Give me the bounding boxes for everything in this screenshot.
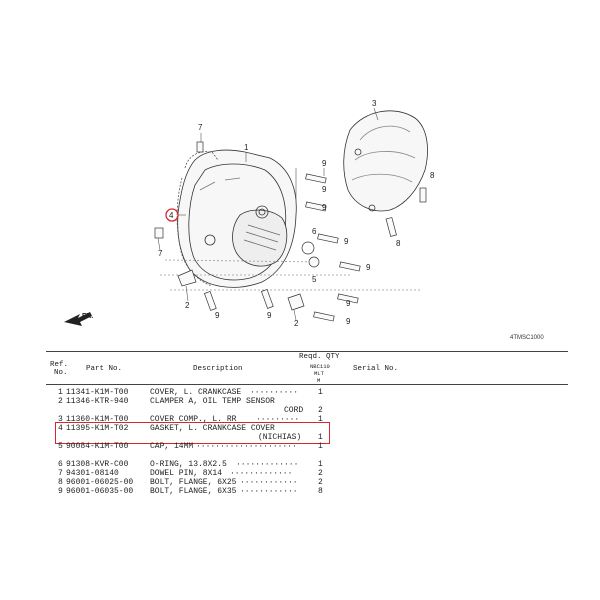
row-qty: 2 <box>318 406 323 415</box>
callout-9-d: 9 <box>344 237 349 246</box>
row-dots: ············ <box>240 487 298 496</box>
callout-9-h: 9 <box>215 311 220 320</box>
header-model-code: NBC110 <box>310 363 330 370</box>
row-dots: ············· <box>236 460 299 469</box>
rear-cover-illustration <box>343 110 428 212</box>
callout-9-c: 9 <box>322 203 327 212</box>
row-description: CORD <box>284 406 304 415</box>
row-qty: 8 <box>318 487 323 496</box>
row-part-no: 11395-K1M-T02 <box>66 424 129 433</box>
row-qty: 2 <box>318 478 323 487</box>
row-qty: 1 <box>318 433 323 442</box>
callout-9-g: 9 <box>346 317 351 326</box>
row-description: (NICHIAS) <box>258 433 302 442</box>
row-qty: 2 <box>318 469 323 478</box>
row-description: BOLT, FLANGE, 6X35 <box>150 487 237 496</box>
row-description: CAP, 14MM <box>150 442 194 451</box>
row-part-no: 11341-K1M-T00 <box>66 388 129 397</box>
callout-labels: 7 1 3 9 9 8 9 9 8 6 5 9 9 9 7 2 9 9 2 4 <box>158 99 435 328</box>
row-part-no: 11346-KTR-940 <box>66 397 129 406</box>
callout-3: 3 <box>372 99 377 108</box>
callout-9-e: 9 <box>366 263 371 272</box>
callout-6: 6 <box>312 227 317 236</box>
row-ref: 7 <box>58 469 63 478</box>
row-description: CLAMPER A, OIL TEMP SENSOR <box>150 397 275 406</box>
highlight-box-row-4 <box>55 422 330 444</box>
crankcase-cover-illustration <box>160 149 420 291</box>
row-dots: ····················· <box>196 442 297 451</box>
fr-label: FR. <box>82 313 93 320</box>
row-description: O-RING, 13.8X2.5 <box>150 460 227 469</box>
callout-2-right: 2 <box>294 319 299 328</box>
header-model-sub2: M <box>317 377 321 384</box>
table-header-rule <box>46 384 568 385</box>
row-part-no: 91308-KVR-C00 <box>66 460 129 469</box>
leader-lines <box>157 107 379 321</box>
callout-8-a: 8 <box>430 171 435 180</box>
row-part-no: 94301-08140 <box>66 469 119 478</box>
row-part-no: 11360-K1M-T00 <box>66 415 129 424</box>
callout-9-b: 9 <box>322 185 327 194</box>
row-qty: 1 <box>318 388 323 397</box>
row-ref: 9 <box>58 487 63 496</box>
row-description: DOWEL PIN, 8X14 <box>150 469 223 478</box>
row-qty: 1 <box>318 442 323 451</box>
row-qty: 1 <box>318 460 323 469</box>
row-part-no: 96001-06035-00 <box>66 487 134 496</box>
exploded-parts-diagram: 7 1 3 9 9 8 9 9 8 6 5 9 9 9 7 2 9 9 2 4 <box>64 99 435 328</box>
row-ref: 3 <box>58 415 63 424</box>
header-description: Description <box>193 365 243 373</box>
row-ref: 8 <box>58 478 63 487</box>
row-ref: 4 <box>58 424 63 433</box>
header-reqd-qty: Reqd. QTY <box>299 353 340 361</box>
callout-8-b: 8 <box>396 239 401 248</box>
row-description: COVER COMP., L. RR <box>150 415 237 424</box>
callout-5: 5 <box>312 275 317 284</box>
row-dots: ·········· <box>250 388 299 397</box>
row-ref: 6 <box>58 460 63 469</box>
callout-7-top: 7 <box>198 123 203 132</box>
row-description: COVER, L. CRANKCASE <box>150 388 242 397</box>
header-model-sub1: MLT <box>314 370 324 377</box>
row-part-no: 96001-06025-00 <box>66 478 134 487</box>
header-ref: Ref. <box>50 361 69 369</box>
row-qty: 1 <box>318 415 323 424</box>
row-ref: 1 <box>58 388 63 397</box>
callout-2-left: 2 <box>185 301 190 310</box>
row-description: GASKET, L. CRANKCASE COVER <box>150 424 275 433</box>
row-part-no: 90084-K1M-T00 <box>66 442 129 451</box>
header-no: No. <box>54 369 68 377</box>
row-ref: 5 <box>58 442 63 451</box>
callout-4-circled: 4 <box>169 211 174 220</box>
header-serial-no: Serial No. <box>353 365 399 373</box>
row-dots: ············· <box>230 469 293 478</box>
row-dots: ············ <box>240 478 298 487</box>
callout-7-left: 7 <box>158 249 163 258</box>
table-top-rule <box>46 351 568 352</box>
row-dots: ········· <box>256 415 300 424</box>
bolts-illustration <box>154 141 427 322</box>
callout-9-f: 9 <box>346 299 351 308</box>
row-ref: 2 <box>58 397 63 406</box>
callout-9-i: 9 <box>267 311 272 320</box>
front-direction-indicator: FR. <box>64 312 93 326</box>
callout-1: 1 <box>244 143 249 152</box>
callout-9-a: 9 <box>322 159 327 168</box>
diagram-code: 4TMSC1000 <box>510 335 544 341</box>
header-part-no: Part No. <box>86 365 123 373</box>
row-description: BOLT, FLANGE, 6X25 <box>150 478 237 487</box>
